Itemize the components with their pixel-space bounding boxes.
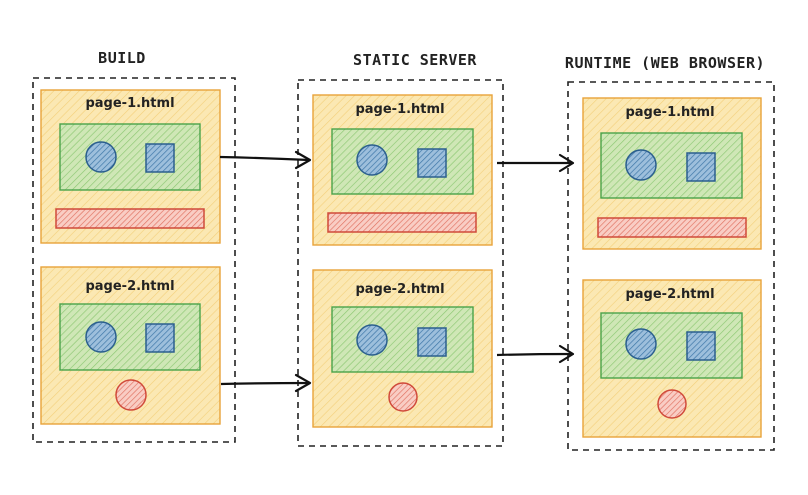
page-label: page-2.html xyxy=(85,279,174,294)
arrow-build-to-server-page-2 xyxy=(220,373,312,393)
dot-component-icon xyxy=(657,389,687,419)
bar-component xyxy=(327,212,477,233)
arrow-head-icon xyxy=(294,150,312,170)
square-component-icon xyxy=(686,331,716,361)
stage-runtime: RUNTIME (WEB BROWSER) page-1.html page-2… xyxy=(565,54,775,451)
page-card-server-2: page-2.html xyxy=(312,269,493,428)
stage-box-build xyxy=(32,77,236,443)
page-label: page-2.html xyxy=(355,282,444,297)
content-panel xyxy=(600,132,743,199)
content-panel xyxy=(59,123,201,191)
page-label: page-2.html xyxy=(625,287,714,302)
content-panel xyxy=(331,128,474,195)
stage-box-static-server xyxy=(297,79,504,447)
arrow-build-to-server-page-1 xyxy=(219,150,312,170)
square-component-icon xyxy=(417,148,447,178)
page-card-server-1: page-1.html xyxy=(312,94,493,246)
arrow-head-icon xyxy=(558,153,575,173)
circle-component-icon xyxy=(85,321,117,353)
square-component-icon xyxy=(417,327,447,357)
circle-component-icon xyxy=(85,141,117,173)
arrow-line xyxy=(496,352,573,357)
bar-component xyxy=(55,208,205,229)
arrow-server-to-runtime-page-2 xyxy=(496,344,575,364)
square-component-icon xyxy=(686,152,716,182)
square-component-icon xyxy=(145,143,175,173)
page-card-runtime-1: page-1.html xyxy=(582,97,762,250)
circle-component-icon xyxy=(625,149,657,181)
stage-static-server: STATIC SERVER page-1.html page-2.html xyxy=(297,51,504,447)
stage-label-build: BUILD xyxy=(98,49,146,67)
stage-label-runtime: RUNTIME (WEB BROWSER) xyxy=(565,54,765,72)
page-card-runtime-2: page-2.html xyxy=(582,279,762,438)
stage-box-runtime xyxy=(567,81,775,451)
stage-build: BUILD page-1.html page-2.html xyxy=(32,49,236,443)
page-label: page-1.html xyxy=(85,96,174,111)
page-label: page-1.html xyxy=(355,102,444,117)
circle-component-icon xyxy=(356,324,388,356)
page-label: page-1.html xyxy=(625,105,714,120)
page-card-build-1: page-1.html xyxy=(40,89,221,244)
content-panel xyxy=(59,303,201,371)
stage-label-static-server: STATIC SERVER xyxy=(353,51,477,69)
arrow-head-icon xyxy=(294,373,312,393)
page-card-build-2: page-2.html xyxy=(40,266,221,425)
circle-component-icon xyxy=(356,144,388,176)
arrow-line xyxy=(219,155,310,162)
circle-component-icon xyxy=(625,328,657,360)
content-panel xyxy=(331,306,474,373)
square-component-icon xyxy=(145,323,175,353)
arrow-server-to-runtime-page-1 xyxy=(497,153,575,173)
arrow-line xyxy=(220,381,310,386)
arrow-head-icon xyxy=(558,344,575,364)
dot-component-icon xyxy=(115,379,147,411)
bar-component xyxy=(597,217,747,238)
dot-component-icon xyxy=(388,382,418,412)
content-panel xyxy=(600,312,743,379)
